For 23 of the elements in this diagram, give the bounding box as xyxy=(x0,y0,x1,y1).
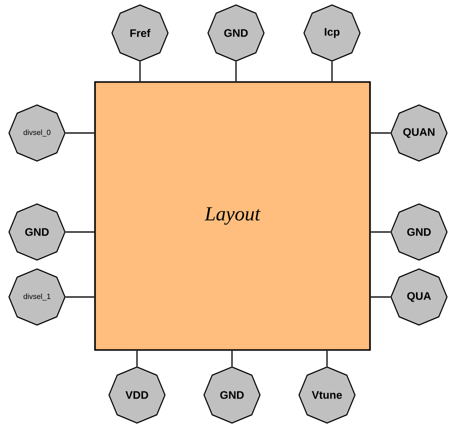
pin-octagon: Icp xyxy=(303,4,361,62)
pin-octagon: QUAN xyxy=(390,104,448,162)
pin-octagon: GND xyxy=(390,203,448,261)
pin-line xyxy=(66,296,94,298)
pin-octagon: VDD xyxy=(108,366,166,424)
pin-octagon: GND xyxy=(8,203,66,261)
pin-line xyxy=(370,132,390,134)
pin-line xyxy=(370,296,390,298)
pin-line xyxy=(370,231,390,233)
pin-line xyxy=(139,62,141,82)
pin-octagon: QUA xyxy=(390,268,448,326)
pin-line xyxy=(331,62,333,82)
pin-line xyxy=(66,132,94,134)
layout-box: Layout xyxy=(94,81,371,351)
pin-line xyxy=(231,350,233,366)
pin-octagon: GND xyxy=(203,366,261,424)
pin-line xyxy=(235,62,237,82)
pin-line xyxy=(326,350,328,366)
pin-line xyxy=(66,231,94,233)
pin-line xyxy=(136,350,138,366)
pin-octagon: GND xyxy=(207,4,265,62)
pin-octagon: Fref xyxy=(111,4,169,62)
pin-octagon: Vtune xyxy=(298,366,356,424)
